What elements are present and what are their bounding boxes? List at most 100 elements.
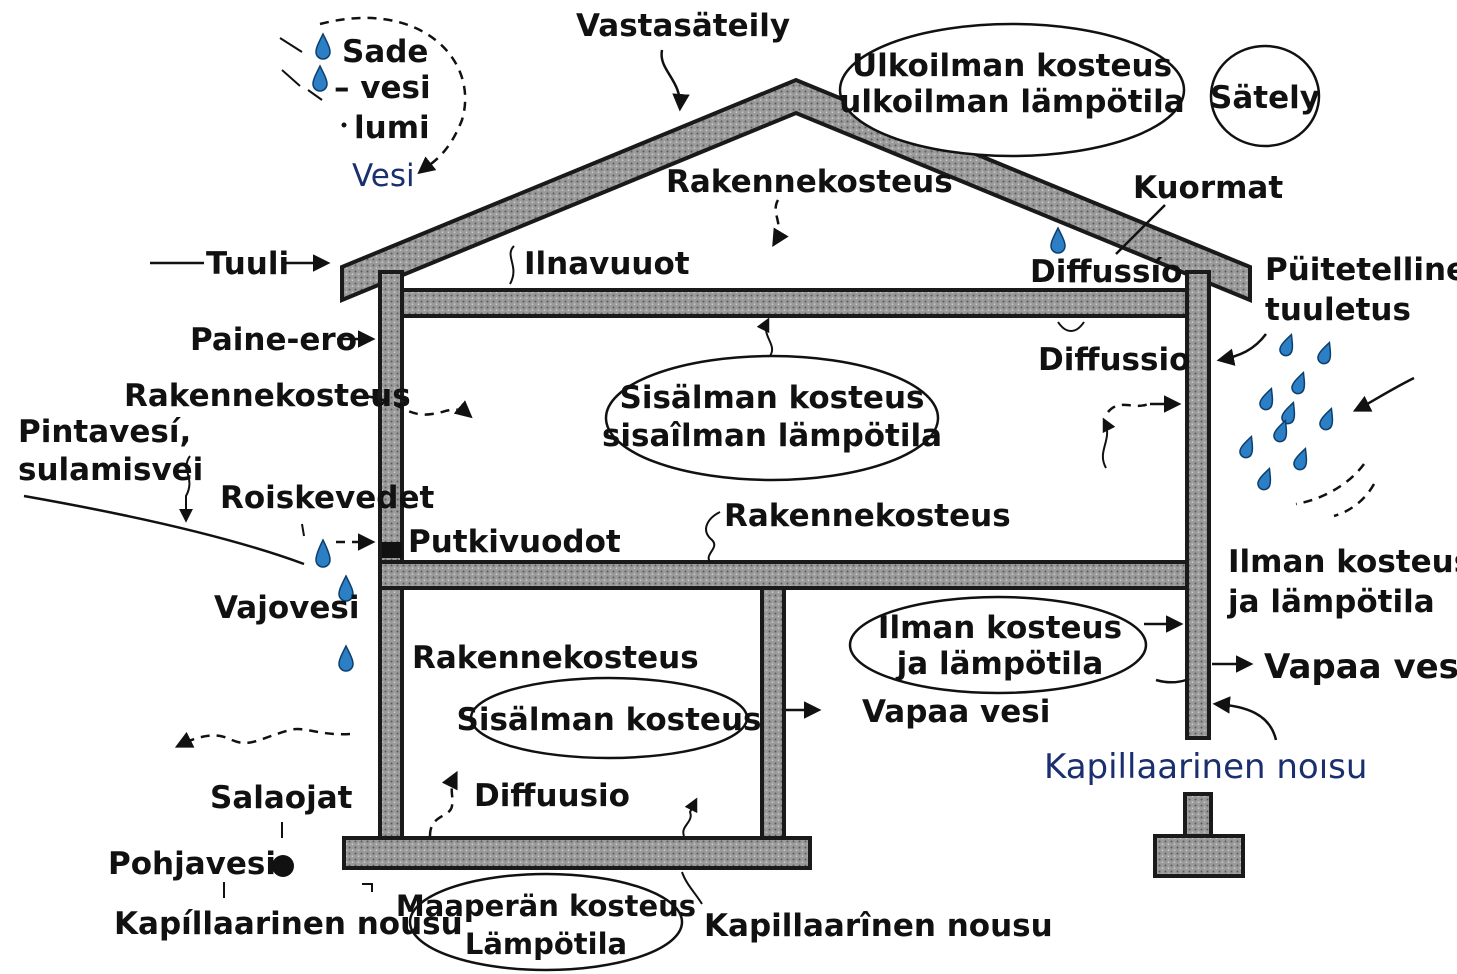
label-salaojat: Salaojat — [210, 780, 353, 816]
foundation-slab — [342, 836, 812, 870]
label-rakennekosteus-basement: Rakennekosteus — [412, 640, 699, 676]
label-ilman-kosteus-right-2: ja lämpötila — [1226, 584, 1435, 620]
label-pohjavesi: Pohjavesi — [108, 846, 276, 882]
drop-icon — [1279, 333, 1294, 357]
water-drops — [272, 32, 1334, 877]
label-pintavesi-2: sulamisvei — [18, 452, 203, 488]
sisailma-up-wiggle — [756, 317, 773, 357]
label-puitetellinen-1: Püitetellinen — [1265, 252, 1457, 288]
ulkoilma-ellipse — [838, 22, 1186, 158]
label-vapaa-vesi-right: Vapaa vesi — [1264, 647, 1457, 687]
label-kapillaarinen-blue: Kapillaarinen noısu — [1044, 747, 1367, 787]
rain-stroke-2 — [281, 69, 301, 87]
drop-icon — [312, 64, 328, 92]
label-diffussio-mid: Diffussio — [1038, 342, 1190, 378]
flow-arrows — [23, 16, 1415, 905]
label-diffuusio: Diffuusio — [474, 778, 630, 814]
label-maaperan-2: Lämpötila — [465, 927, 627, 961]
lumi-dot — [341, 122, 347, 128]
label-lumi: lumi — [354, 110, 430, 146]
label-diffussio-top: Diffussío — [1030, 254, 1182, 290]
drop-icon — [1239, 435, 1254, 459]
basement-ellipse — [469, 676, 749, 760]
label-vastasateily: Vastasäteily — [576, 8, 790, 44]
vastasateily-arrow — [660, 49, 690, 112]
label-sisailman-2: sisaîlman lämpötila — [602, 418, 942, 454]
drop-icon — [1291, 371, 1306, 395]
label-ellipses — [408, 22, 1321, 972]
right-rain-dash-2 — [1333, 483, 1376, 518]
basement-up-wiggle — [682, 797, 698, 837]
label-kapillaarinen-bottom: Kapillaarînen nousu — [704, 908, 1053, 944]
label-rakennekosteus-floor: Rakennekosteus — [724, 498, 1011, 534]
rain-swirl — [319, 16, 467, 175]
drop-icon — [1317, 341, 1332, 365]
label-roiskevedet: Roiskevedet — [220, 480, 435, 516]
sisailma-ellipse — [604, 354, 940, 482]
label-sisalman-kosteus-basement: Sisälman kosteus — [457, 702, 762, 738]
roof-moisture-wiggle — [772, 199, 789, 248]
maaperan-ellipse — [408, 872, 684, 972]
ilman-kosteus-mid-ellipse — [848, 595, 1148, 695]
vapaa-vesi-hook — [1155, 678, 1187, 684]
label-pintavesi-1: Pintavesí, — [18, 414, 191, 450]
pintavesi-line — [23, 494, 305, 566]
label-sisailman-1: Sisälman kosteus — [620, 380, 925, 416]
ceiling-slab — [400, 288, 1189, 318]
floor-moisture-wiggle — [705, 511, 721, 563]
rain-drops-right — [1239, 333, 1334, 491]
diffussio-ceiling-wiggle — [1057, 321, 1085, 332]
label-rakennekosteus-roof: Rakennekosteus — [666, 164, 953, 200]
drop-icon — [338, 644, 354, 672]
label-ulkoilma-1: Ulkoilman kosteus — [852, 48, 1172, 84]
drop-icon — [315, 538, 331, 568]
label-maaperan-1: Maaperän kosteus — [396, 889, 696, 923]
foundation-corner-tick — [362, 883, 373, 892]
roof — [340, 77, 1252, 303]
drop-icon — [1259, 387, 1274, 411]
drop-icon — [1319, 407, 1334, 431]
drop-icon — [1050, 226, 1066, 254]
label-sade: Sade — [342, 34, 428, 70]
right-wall — [1185, 270, 1211, 740]
rain-stroke-1 — [279, 37, 303, 53]
label-rakennekosteus-left: Rakennekosteus — [124, 378, 411, 414]
satey-ellipse — [1209, 44, 1321, 148]
label-tuuli: Tuuli — [206, 246, 289, 282]
kapillaarinen-right-hook — [1212, 696, 1278, 741]
drop-icon — [1273, 419, 1288, 443]
roiskevedet-tick — [301, 523, 305, 537]
house-structure — [340, 77, 1252, 878]
label-paine-ero: Paine-ero — [190, 322, 357, 358]
labels: Sade – vesi lumi Vesi Vastasäteily Ulkoi… — [18, 8, 1457, 961]
pipe-leak-fitting — [382, 542, 402, 558]
label-puitetellinen-2: tuuletus — [1265, 292, 1411, 328]
right-footing-post — [1183, 792, 1213, 840]
rain-stroke-3 — [307, 89, 323, 101]
pintavesi-wiggle — [179, 455, 193, 523]
label-vesi: Vesi — [352, 158, 415, 194]
rakennekosteus-left-dash — [363, 394, 473, 419]
intermediate-floor — [378, 560, 1189, 590]
label-kuormat: Kuormat — [1133, 170, 1283, 206]
drop-icon — [1281, 401, 1296, 425]
diffuusio-wiggle — [428, 770, 458, 837]
drop-icon — [1257, 467, 1272, 491]
right-rain-dash — [1295, 463, 1366, 506]
drop-icon — [1293, 447, 1308, 471]
label-vapaa-vesi-mid: Vapaa vesi — [862, 694, 1050, 730]
label-ilman-kosteus-mid-2: ja lämpötila — [895, 646, 1104, 682]
basement-wave-arrow — [174, 727, 351, 748]
puitetellinen-arrow — [1216, 333, 1267, 366]
label-vesi-rain: – vesi — [334, 70, 431, 106]
right-footing-base — [1153, 834, 1245, 878]
label-ilnavuuot: Ilnavuuot — [524, 246, 690, 282]
label-kapillaarinen-left: Kapíllaarinen nousu — [114, 906, 463, 942]
kuormat-line — [1115, 204, 1166, 255]
groundwater-dot — [272, 855, 294, 877]
right-rain-arrow — [1352, 376, 1415, 412]
label-ilman-kosteus-right-1: Ilman kosteus — [1228, 544, 1457, 580]
label-vajovesi: Vajovesi — [214, 590, 359, 626]
